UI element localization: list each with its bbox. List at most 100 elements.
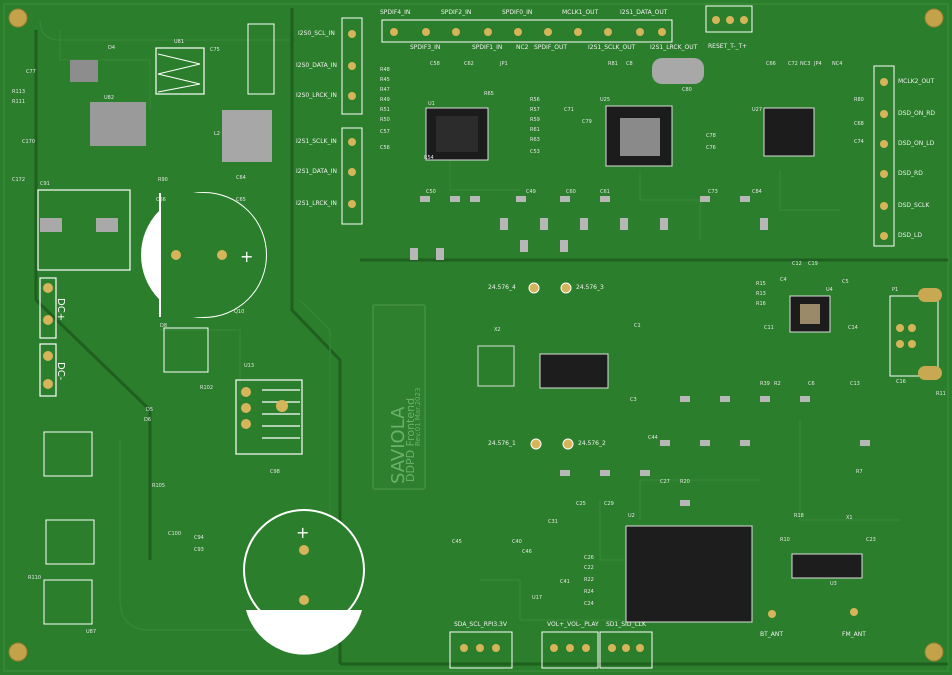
designator-c64: C64: [236, 175, 246, 181]
designator-r13: R13: [756, 291, 766, 297]
designator-c91: C91: [40, 181, 50, 187]
top-label-upper-0: SPDIF4_IN: [380, 9, 411, 16]
designator-r63: R63: [530, 137, 540, 143]
traces: [39, 19, 900, 631]
designator-r15: R15: [756, 281, 766, 287]
designator-c44: C44: [648, 435, 658, 441]
antenna-fm: FM_ANT: [842, 631, 866, 638]
top-label-lower-5: I2S1_LRCK_OUT: [650, 44, 698, 51]
designator-r80: R80: [854, 97, 864, 103]
right-out-2: DSD_ON_LD: [898, 140, 935, 147]
clock-label-2: 24.576_1: [488, 440, 516, 447]
designator-u27: U27: [752, 107, 763, 113]
clock-label-1: 24.576_3: [576, 284, 604, 291]
module-c75: [247, 23, 275, 95]
bottom-headers: [449, 631, 653, 669]
top-label-upper-4: I2S1_DATA_OUT: [620, 9, 668, 16]
designator-l2: L2: [214, 131, 220, 137]
right-out-5: DSD_LD: [898, 232, 923, 239]
designator-c65: C65: [236, 197, 246, 203]
designator-r111: R111: [12, 99, 26, 105]
bulk-cap-bottom: +: [243, 509, 365, 655]
designator-c80: C80: [682, 87, 692, 93]
designator-c16: C16: [896, 379, 906, 385]
designator-r54: R54: [424, 155, 434, 161]
clock-label-3: 24.576_2: [578, 440, 606, 447]
designator-u1: U1: [428, 101, 435, 107]
board-revision: Rev.01 Mar.2023: [414, 387, 422, 446]
i2s-in-3: I2S1_SCLK_IN: [296, 138, 337, 145]
mounting-holes: [8, 8, 944, 662]
i2s-in-4: I2S1_DATA_IN: [296, 168, 337, 175]
right-out-1: DSD_ON_RD: [898, 110, 936, 117]
bottom-header-pads: [460, 644, 644, 652]
designator-r50: R50: [380, 117, 390, 123]
designator-r2: R2: [774, 381, 781, 387]
antenna-bt: BT_ANT: [760, 631, 784, 638]
dc-plus-label: DC+: [55, 298, 66, 322]
designator-r11: R11: [936, 391, 946, 397]
designator-x2: X2: [494, 327, 501, 333]
dc-minus-label: DC-: [55, 362, 66, 381]
designator-c24: C24: [584, 601, 594, 607]
designator-r61: R61: [530, 127, 540, 133]
heatsink-pads: [241, 387, 288, 429]
designator-x1: X1: [846, 515, 853, 521]
designator-c11: C11: [764, 325, 774, 331]
designator-r47: R47: [380, 87, 390, 93]
designator-c170: C170: [22, 139, 36, 145]
designator-r90: R90: [158, 177, 168, 183]
chip-u3: [791, 553, 863, 579]
designator-c73: C73: [708, 189, 718, 195]
designator-c1: C1: [634, 323, 641, 329]
designator-c31: C31: [548, 519, 558, 525]
designator-c26: C26: [584, 555, 594, 561]
designator-u17: U17: [532, 595, 543, 601]
designator-c57: C57: [380, 129, 390, 135]
designator-c78: C78: [706, 133, 716, 139]
bottom-header-2: SD1_SID_CLK: [606, 621, 646, 628]
top-label-upper-3: MCLK1_OUT: [562, 9, 599, 16]
bottom-header-0: SDA_SCL_RPI3.3V: [454, 621, 507, 628]
designator-r10: R10: [780, 537, 790, 543]
designator-r65: R65: [484, 91, 494, 97]
designator-c66: C66: [156, 197, 166, 203]
designator-u4: U4: [826, 287, 833, 293]
antenna-pads: [768, 608, 858, 618]
right-output-pads: [873, 65, 895, 247]
designator-r59: R59: [530, 117, 540, 123]
designator-d8: D8: [160, 323, 168, 329]
designator-c45: C45: [452, 539, 462, 545]
clock-label-0: 24.576_4: [488, 284, 516, 291]
designator-u2: U2: [628, 513, 635, 519]
connector-p1: [889, 288, 942, 380]
board-outline: [3, 3, 949, 672]
designator-c27: C27: [660, 479, 670, 485]
top-label-lower-0: SPDIF3_IN: [410, 44, 441, 51]
reset-label: RESET_T-_T+: [708, 43, 748, 50]
clock-pads: [528, 282, 574, 450]
small-smd-cluster: [410, 196, 870, 506]
designator-c62: C62: [464, 61, 474, 67]
designator-nc3: NC3: [800, 61, 811, 67]
inductor-coil: [157, 53, 201, 93]
i2s-pad-dots: [348, 30, 356, 208]
designator-c3: C3: [630, 397, 637, 403]
designator-r20: R20: [680, 479, 690, 485]
designator-u82: U82: [104, 95, 115, 101]
designator-d4: D4: [108, 45, 116, 51]
designator-c53: C53: [530, 149, 540, 155]
chip-u25: [605, 105, 673, 167]
designator-r57: R57: [530, 107, 540, 113]
i2s-in-1: I2S0_DATA_IN: [296, 62, 337, 69]
designator-u87: U87: [86, 629, 97, 635]
chip-dip: [539, 353, 609, 389]
designator-c46: C46: [522, 549, 532, 555]
designator-c79: C79: [582, 119, 592, 125]
designator-r102: R102: [200, 385, 214, 391]
designator-jp4: JP4: [814, 61, 822, 67]
svg-text:+: +: [296, 523, 309, 542]
top-label-upper-2: SPDIF0_IN: [502, 9, 533, 16]
designator-r7: R7: [856, 469, 863, 475]
